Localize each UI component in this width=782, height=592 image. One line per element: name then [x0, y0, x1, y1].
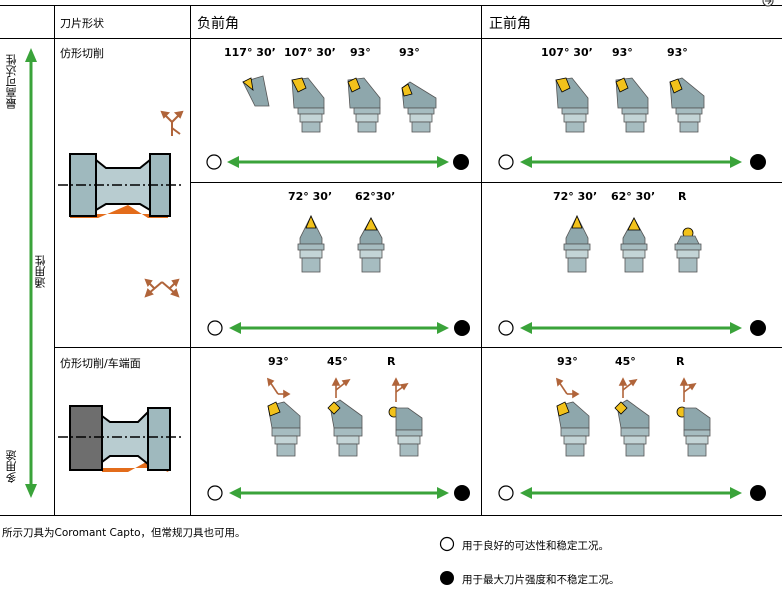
tool-holder-icon	[347, 77, 381, 133]
tool-holder-icon	[620, 217, 648, 273]
angle-label: 93°	[612, 46, 633, 59]
tool-holder-icon	[555, 77, 589, 133]
strength-scale-arrow	[498, 154, 766, 170]
angle-label: R	[387, 355, 396, 368]
tool-holder-icon	[291, 77, 325, 133]
workpiece-profiling-illustration	[58, 153, 182, 218]
tool-holder-icon	[388, 377, 423, 457]
tool-holder-icon	[401, 81, 437, 133]
tool-holder-icon	[669, 77, 705, 133]
angle-label: 107° 30’	[541, 46, 593, 59]
angle-label: 93°	[557, 355, 578, 368]
angle-label: 72° 30’	[553, 190, 598, 203]
strength-scale-arrow	[498, 485, 766, 501]
direction-arrows-icon-2	[144, 278, 180, 298]
workpiece-facing-illustration	[58, 405, 182, 472]
tool-holder-icon	[327, 377, 363, 457]
tool-holder-icon	[357, 217, 385, 273]
angle-label: 45°	[327, 355, 348, 368]
strength-scale-arrow	[207, 485, 470, 501]
tool-holder-icon	[563, 214, 591, 273]
tool-holder-icon	[266, 377, 301, 457]
angle-label: R	[678, 190, 687, 203]
angle-label: 72° 30’	[288, 190, 333, 203]
corner-icon	[762, 0, 774, 7]
tool-holder-icon	[555, 377, 590, 457]
angle-label: 107° 30’	[284, 46, 336, 59]
legend-filled-text: 用于最大刀片强度和不稳定工况。	[462, 574, 620, 586]
angle-label: R	[676, 355, 685, 368]
tool-holder-icon	[614, 377, 650, 457]
operation-label-profiling: 仿形切削	[60, 47, 104, 60]
legend-filled-circle-icon	[440, 571, 454, 585]
angle-label: 93°	[268, 355, 289, 368]
tool-holder-icon	[676, 377, 711, 457]
insert-shape-header: 刀片形状	[60, 17, 104, 30]
legend-open-text: 用于良好的可达性和稳定工况。	[462, 540, 609, 552]
legend-open-circle-icon	[439, 536, 455, 552]
negative-rake-header: 负前角	[197, 16, 239, 32]
angle-label: 45°	[615, 355, 636, 368]
tool-holder-icon	[674, 227, 702, 273]
tool-holder-icon	[615, 77, 649, 133]
angle-label: 93°	[350, 46, 371, 59]
vertical-green-double-arrow	[25, 48, 37, 498]
axis-label-versatility: 通用性	[34, 255, 47, 288]
axis-label-multi-purpose: 多用途	[5, 450, 18, 483]
angle-label: 93°	[399, 46, 420, 59]
direction-arrows-icon-1	[160, 110, 184, 136]
strength-scale-arrow	[207, 320, 470, 336]
tool-holder-icon	[297, 214, 325, 273]
axis-label-max-access: 最高可达性	[5, 54, 18, 109]
footer-note: 所示刀具为Coromant Capto，但常规刀具也可用。	[2, 527, 246, 539]
angle-label: 93°	[667, 46, 688, 59]
strength-scale-arrow	[206, 154, 469, 170]
angle-label: 62° 30’	[611, 190, 656, 203]
angle-label: 62°30’	[355, 190, 396, 203]
positive-rake-header: 正前角	[489, 16, 531, 32]
strength-scale-arrow	[498, 320, 766, 336]
operation-label-profiling-facing: 仿形切削/车端面	[60, 357, 141, 370]
tool-holder-icon	[242, 75, 270, 107]
angle-label: 117° 30’	[224, 46, 276, 59]
